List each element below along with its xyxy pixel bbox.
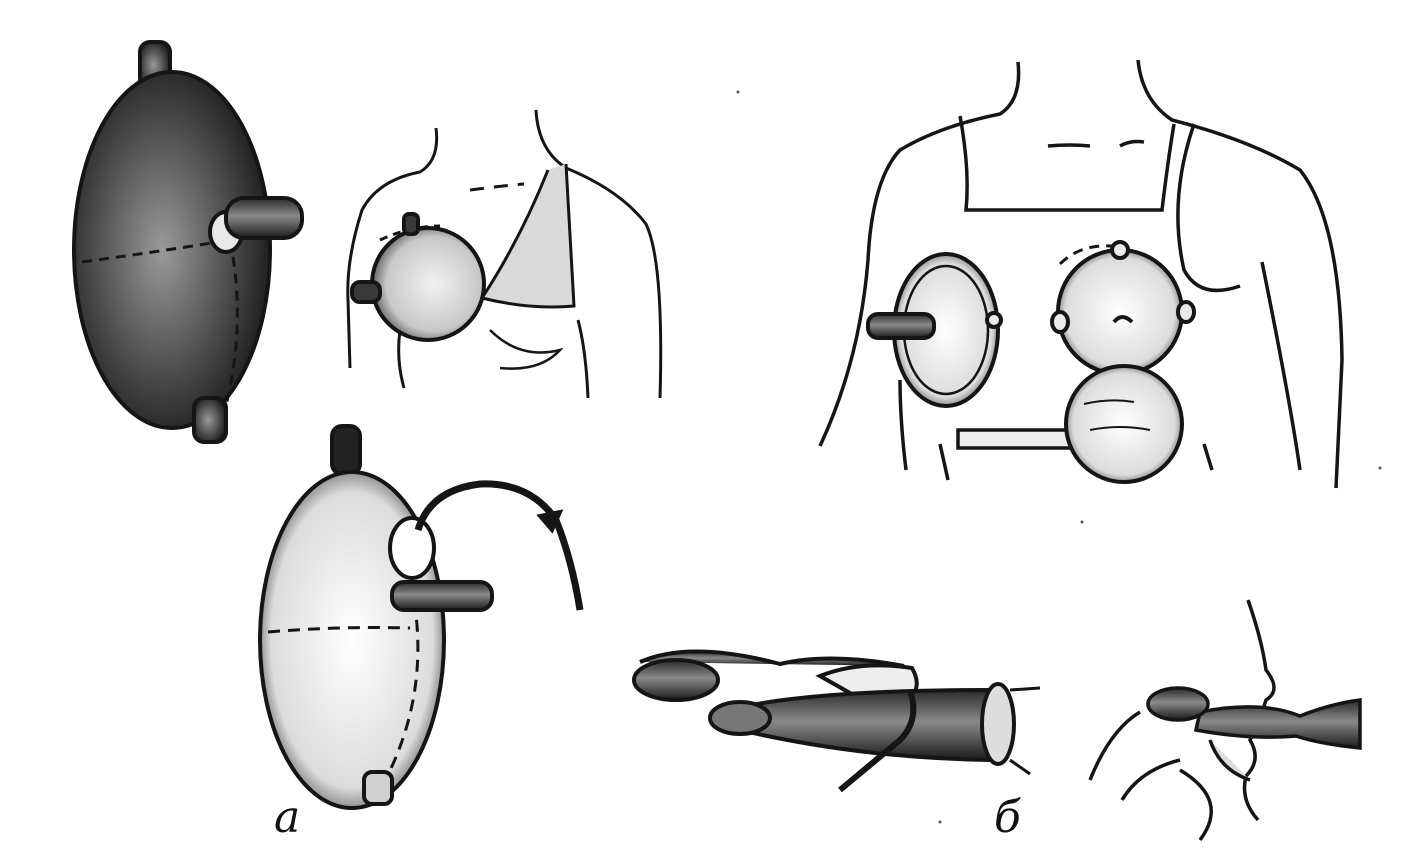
- bulb-hose: [414, 480, 584, 611]
- pump-device: [632, 649, 1041, 793]
- cup-left-nozzle: [866, 312, 936, 340]
- torso-left-outline: [346, 127, 439, 369]
- bulb-top-left: [72, 40, 304, 444]
- collection-ball: [1064, 364, 1184, 484]
- shirt-neckline: [958, 115, 1176, 212]
- bulb-bottom-center: [258, 424, 584, 810]
- torso-right-left-outline: [818, 61, 1021, 447]
- bulb-bottom-nipple: [192, 396, 228, 444]
- pump-in-use-barrel: [1193, 698, 1362, 750]
- pump-in-use: [1088, 599, 1362, 842]
- paper-specks: [736, 90, 1382, 824]
- torso-right-outline: [534, 109, 663, 399]
- cup-right: [1050, 240, 1196, 376]
- torso-right-right-outline: [1136, 59, 1344, 489]
- panel-label-b: б: [994, 792, 1021, 843]
- bulb-outlet-tube: [390, 580, 494, 612]
- bulb-side-tube: [224, 196, 304, 240]
- cup-left: [866, 252, 1003, 408]
- panel-label-a: а: [274, 792, 301, 843]
- torso-left-bulb: [350, 212, 486, 342]
